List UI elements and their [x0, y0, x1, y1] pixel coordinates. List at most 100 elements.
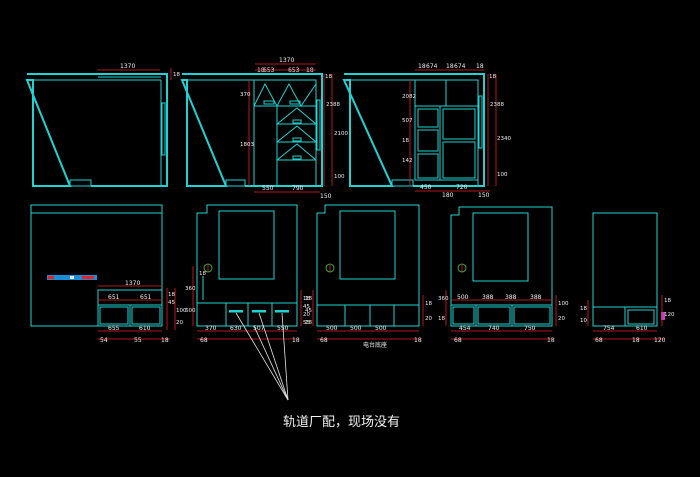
dim-label: 45 [168, 300, 175, 306]
dim-label: 54 [100, 337, 108, 344]
elevation-view-1: 1370 651 651 655 610 54 55 18 18 45 100 … [30, 204, 187, 344]
dim-label: 610 [636, 325, 648, 332]
dim-label: 454 [459, 325, 471, 332]
dim-label: 18 [489, 74, 496, 80]
dim-label: 507 [402, 118, 413, 124]
dim-label: 68 [595, 337, 603, 344]
dim-label: 100 [176, 308, 187, 314]
dim-label: 630 [230, 325, 242, 332]
dim-label: 100 [497, 172, 508, 178]
dim-label: 18 [306, 67, 314, 74]
dim-label: 18 [173, 72, 180, 78]
rail-note: 轨道厂配，现场没有 [283, 415, 400, 430]
dim-label: 550 [262, 185, 274, 192]
dim-label: 2388 [326, 102, 340, 108]
dim-label: 18 [305, 320, 312, 326]
dim-label: 610 [139, 325, 151, 332]
dim-label: 10 [580, 318, 587, 324]
dim-label: 674 [454, 63, 466, 70]
dim-label: 18 [438, 316, 445, 322]
elevation-view-5: 18 10 754 610 68 18 120 18 120 [580, 212, 675, 344]
dim-label: 360 [185, 286, 196, 292]
dim-label: 653 [263, 67, 275, 74]
dim-label: 655 [108, 325, 120, 332]
dim-label: 18 [664, 298, 671, 304]
dim-label: 18 [632, 337, 640, 344]
dim-label: 18 [402, 138, 409, 144]
dim-label: 360 [438, 296, 449, 302]
dim-label: 68 [454, 337, 462, 344]
dim-label: 388 [530, 294, 542, 301]
dim-label: 600 [185, 308, 196, 314]
dim-label: 120 [654, 337, 666, 344]
dim-label: 754 [603, 325, 615, 332]
dim-label: 653 [288, 67, 300, 74]
dim-label: 500 [326, 325, 338, 332]
dim-label: 68 [320, 337, 328, 344]
dim-label: 500 [457, 294, 469, 301]
dim-label: 18 [257, 67, 265, 74]
dim-label: 1803 [240, 142, 254, 148]
dim-label: 120 [664, 312, 675, 318]
dim-label: 2100 [334, 131, 348, 137]
dim-label: 450 [420, 184, 432, 191]
dim-label: 790 [292, 185, 304, 192]
dim-label: 2340 [497, 136, 511, 142]
dim-label: 180 [442, 192, 454, 199]
dim-label: 18 [168, 292, 175, 298]
dim-label: 55 [134, 337, 142, 344]
dim-label: 55 [303, 320, 310, 326]
dim-label: 507 [253, 325, 265, 332]
dim-label: 674 [426, 63, 438, 70]
dim-label: 18 [325, 74, 332, 80]
plan-view-2: 1370 18 653 653 18 370 1803 18 2388 2100… [180, 57, 348, 200]
plan-view-1: 1370 18 [25, 63, 180, 187]
dim-label: 18 [476, 63, 484, 70]
dim-label: 45 [303, 304, 310, 310]
dim-label: 18 [446, 63, 454, 70]
dim-label: 750 [524, 325, 536, 332]
dim-label: 18 [580, 306, 587, 312]
dim-label: 18 [303, 296, 310, 302]
dim-label: 150 [320, 193, 332, 200]
dim-label: 20 [303, 312, 310, 318]
dim-label: 18 [305, 296, 312, 302]
dim-label: 142 [402, 158, 413, 164]
dim-label: 100 [334, 174, 345, 180]
dim-label: 18 [418, 63, 426, 70]
dim-label: 370 [240, 92, 251, 98]
dim-label: 388 [482, 294, 494, 301]
dim-label: 1370 [125, 280, 140, 287]
elevation-view-3: 18 45 18 500 500 500 68 18 18 20 电台底座 [305, 204, 432, 349]
plan-view-3: 18 674 18 674 18 2082 507 18 142 18 2388… [342, 63, 511, 199]
dim-label: 20 [176, 320, 183, 326]
dim-label: 150 [478, 192, 490, 199]
dim-label: 651 [108, 294, 120, 301]
dim-label: 1370 [279, 57, 294, 64]
dim-label: 18 [161, 337, 169, 344]
dim-label: 388 [505, 294, 517, 301]
dim-label: 370 [205, 325, 217, 332]
dim-label: 1370 [120, 63, 135, 70]
elevation-view-2: 360 600 18 370 630 507 550 68 18 18 45 2… [185, 204, 310, 401]
dim-label: 18 [292, 337, 300, 344]
dim-label: 2082 [402, 94, 416, 100]
dim-label: 18 [414, 337, 422, 344]
dim-label: 500 [350, 325, 362, 332]
dim-label: 500 [375, 325, 387, 332]
dim-label: 651 [140, 294, 152, 301]
tv-base-label: 电台底座 [363, 341, 387, 349]
dim-label: 2388 [490, 102, 504, 108]
dim-label: 18 [425, 301, 432, 307]
dim-label: 740 [488, 325, 500, 332]
dim-label: 20 [425, 316, 432, 322]
dim-label: 45 [305, 308, 312, 314]
dim-label: 68 [200, 337, 208, 344]
dim-label: 18 [199, 271, 206, 277]
dim-label: 18 [547, 337, 555, 344]
dim-label: 100 [558, 301, 569, 307]
dim-label: 20 [558, 316, 565, 322]
dim-label: 720 [456, 184, 468, 191]
elevation-view-4: 360 18 500 388 388 388 454 740 750 68 18… [438, 206, 569, 344]
